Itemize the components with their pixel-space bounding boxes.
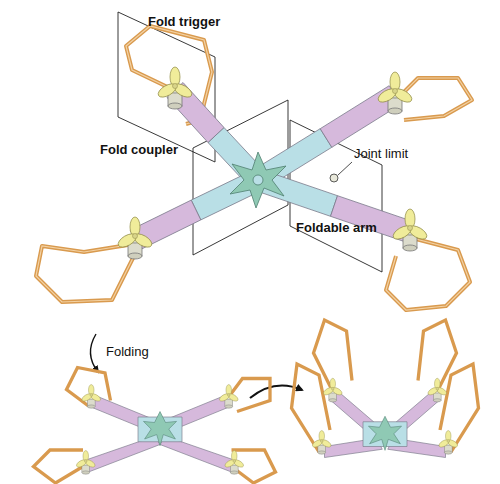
step-label: Folding xyxy=(106,344,149,360)
frame xyxy=(118,12,215,162)
folding-arrow xyxy=(90,334,98,372)
part-label: Fold trigger xyxy=(148,14,220,30)
motor-propeller xyxy=(116,67,429,259)
foldable-arm xyxy=(130,83,413,250)
joint-limit xyxy=(330,174,338,182)
callout-label: Joint limit xyxy=(354,146,408,162)
fold-coupler xyxy=(230,152,286,208)
folded-drone xyxy=(292,320,479,458)
leader-line xyxy=(338,162,352,175)
folded-drone xyxy=(33,368,275,484)
part-label: Fold coupler xyxy=(100,142,178,158)
part-label: Foldable arm xyxy=(296,220,377,236)
fold-trigger-loop xyxy=(36,26,472,310)
